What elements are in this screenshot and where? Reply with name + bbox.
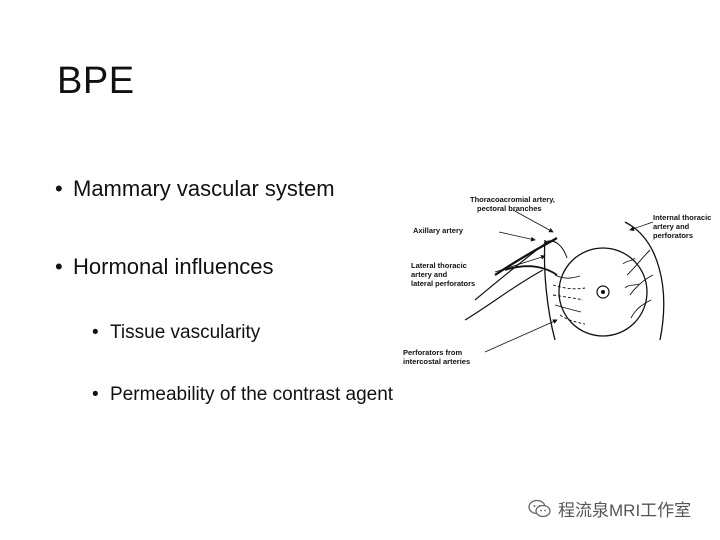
bullet-text: Mammary vascular system xyxy=(73,176,335,201)
label-internal-thoracic: Internal thoracic xyxy=(653,213,711,222)
lateral-vessel xyxy=(504,265,558,276)
chest-wall-line xyxy=(543,239,556,341)
sub-bullet-item: • Tissue vascularity xyxy=(92,322,260,344)
label-thoracoacromial: Thoracoacromial artery, xyxy=(470,195,555,204)
slide-title: BPE xyxy=(57,60,135,102)
label-lateral-thoracic: Lateral thoracic xyxy=(411,261,467,270)
leader-axillary xyxy=(498,231,536,242)
body-outline xyxy=(624,221,665,341)
thoracoacromial-vessel xyxy=(544,240,568,259)
bullet-glyph: • xyxy=(92,322,99,343)
bullet-text: Hormonal influences xyxy=(73,254,274,279)
internal-vessel-3 xyxy=(630,299,652,319)
diagram-svg: Thoracoacromial artery, pectoral branche… xyxy=(403,195,711,366)
internal-vessel-2 xyxy=(629,274,654,296)
watermark-text: 程流泉MRI工作室 xyxy=(558,501,692,520)
label-perforators: intercostal arteries xyxy=(403,357,470,366)
leader-internal xyxy=(629,221,654,231)
label-perforators: Perforators from xyxy=(403,348,463,357)
bullet-item: • Mammary vascular system xyxy=(55,176,335,202)
watermark: 程流泉MRI工作室 xyxy=(528,496,691,521)
bullet-glyph: • xyxy=(92,384,99,405)
label-thoracoacromial: pectoral branches xyxy=(477,204,542,213)
label-internal-thoracic: perforators xyxy=(653,231,693,240)
leader-lateral xyxy=(494,254,546,273)
label-axillary: Axillary artery xyxy=(413,226,464,235)
label-internal-thoracic: artery and xyxy=(653,222,690,231)
bullet-glyph: • xyxy=(55,254,63,279)
label-lateral-thoracic: artery and xyxy=(411,270,448,279)
bullet-item: • Hormonal influences xyxy=(55,254,274,280)
bullet-text: Tissue vascularity xyxy=(110,322,261,343)
sub-bullet-item: • Permeability of the contrast agent xyxy=(92,384,393,406)
arm-outline-lower xyxy=(464,269,544,321)
bullet-text: Permeability of the contrast agent xyxy=(110,384,394,405)
wechat-icon xyxy=(528,499,551,517)
bullet-glyph: • xyxy=(55,176,63,201)
breast-outline xyxy=(558,247,648,337)
nipple xyxy=(596,285,610,299)
leader-thoracoacromial xyxy=(512,209,554,233)
breast-vascular-diagram: Thoracoacromial artery, pectoral branche… xyxy=(395,180,715,375)
internal-vessel-1 xyxy=(626,249,651,276)
label-lateral-thoracic: lateral perforators xyxy=(411,279,475,288)
leader-perforators xyxy=(484,319,558,353)
